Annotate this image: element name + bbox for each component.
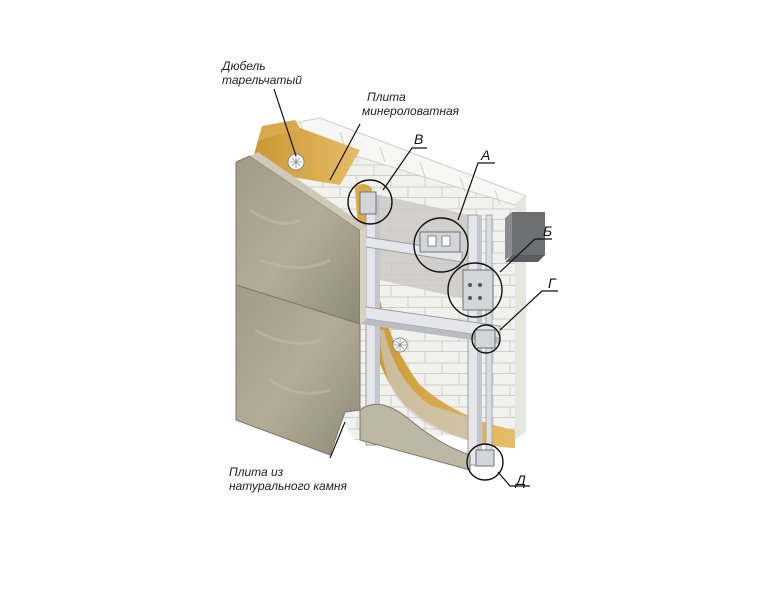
callout-d <box>466 443 504 481</box>
leader-lines <box>273 88 558 487</box>
bracket-details <box>359 191 496 467</box>
callout-a <box>413 217 469 273</box>
plate-dowel <box>287 153 408 353</box>
marker-d: Д <box>514 472 526 488</box>
label-wool-line2: минероловатная <box>362 104 460 118</box>
marker-v: В <box>414 131 423 147</box>
marker-a: А <box>480 147 490 163</box>
wind-membrane-lower <box>380 330 470 440</box>
label-stone-line2: натурального камня <box>229 479 348 493</box>
callout-v <box>347 179 393 225</box>
callouts <box>347 179 504 481</box>
label-stone-line1: Плита из <box>229 465 284 479</box>
stone-cladding <box>235 152 471 471</box>
wall-bracket <box>505 212 545 262</box>
callout-b <box>447 262 503 318</box>
marker-b: Б <box>543 223 552 239</box>
marker-g: Г <box>548 275 557 291</box>
label-dowel-line2: тарельчатый <box>222 73 302 87</box>
label-wool-line1: Плита <box>367 90 406 104</box>
label-dowel-line1: Дюбель <box>220 59 266 73</box>
callout-g <box>471 324 501 354</box>
